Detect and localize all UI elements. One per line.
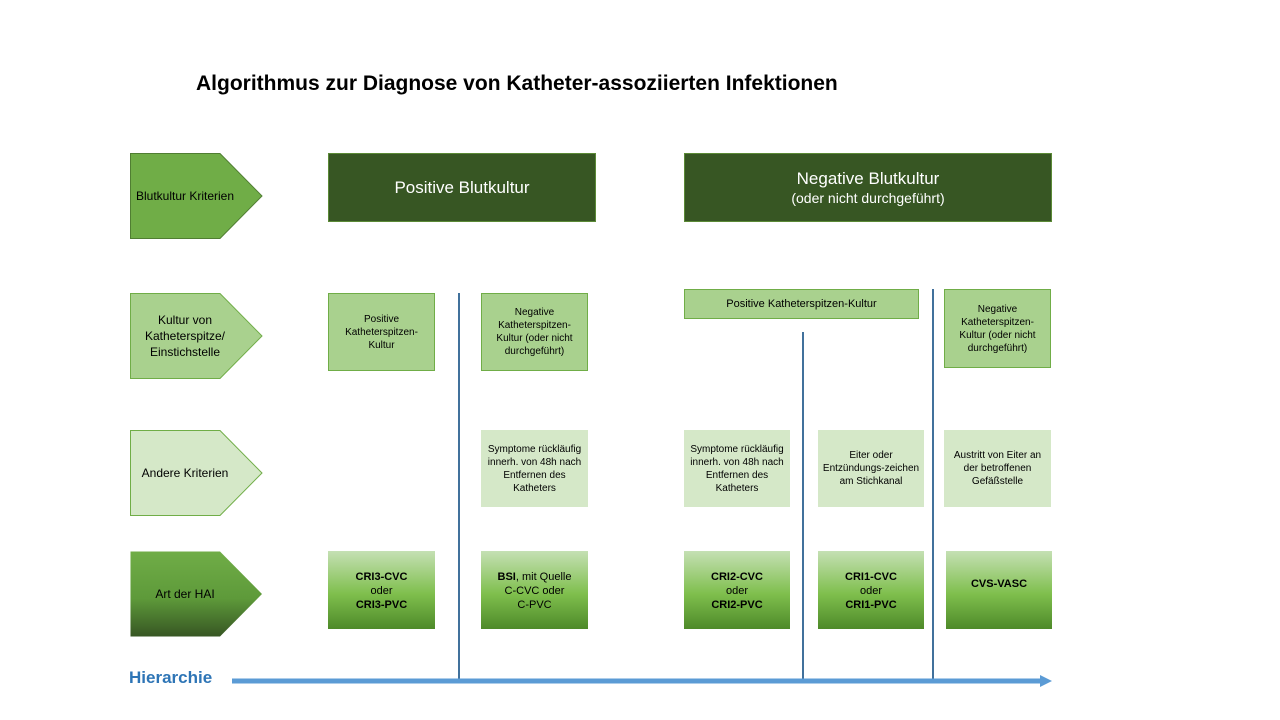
hai-line: CRI1-PVC bbox=[845, 599, 897, 611]
row-chevron-hai: Art der HAI bbox=[130, 551, 263, 637]
row-label: Kultur von Katheterspitze/ Einstichstell… bbox=[144, 313, 226, 359]
box-hai-cri3: CRI3-CVC oder CRI3-PVC bbox=[328, 551, 435, 629]
row-label: Blutkultur Kriterien bbox=[135, 189, 235, 203]
header-title: Negative Blutkultur bbox=[796, 169, 940, 188]
hai-line: oder bbox=[859, 585, 883, 597]
box-hai-cri1: CRI1-CVC oder CRI1-PVC bbox=[818, 551, 924, 629]
divider-line-2 bbox=[802, 332, 804, 680]
header-negative-blutkultur: Negative Blutkultur (oder nicht durchgef… bbox=[684, 153, 1052, 222]
hai-line: CRI2-CVC bbox=[711, 571, 763, 583]
hierarchy-arrow bbox=[232, 675, 1052, 687]
row-chevron-andere: Andere Kriterien bbox=[130, 430, 263, 516]
hai-line: C-CVC oder bbox=[504, 585, 565, 597]
box-symptoms-1: Symptome rückläufig innerh. von 48h nach… bbox=[481, 430, 588, 507]
header-title: Positive Blutkultur bbox=[394, 178, 530, 197]
hai-line: BSI, mit Quelle bbox=[498, 570, 572, 584]
hai-line: CRI3-PVC bbox=[355, 599, 408, 611]
hai-line: CVS-VASC bbox=[970, 578, 1028, 590]
header-subtitle: (oder nicht durchgeführt) bbox=[791, 190, 945, 206]
hai-line: oder bbox=[370, 585, 393, 597]
hai-line: CRI1-CVC bbox=[845, 571, 897, 583]
row-label: Art der HAI bbox=[155, 587, 215, 601]
header-positive-blutkultur: Positive Blutkultur bbox=[328, 153, 596, 222]
box-pus-leak: Austritt von Eiter an der betroffenen Ge… bbox=[944, 430, 1051, 507]
row-label: Andere Kriterien bbox=[141, 466, 229, 480]
hierarchy-label: Hierarchie bbox=[129, 668, 213, 687]
divider-line-1 bbox=[458, 293, 460, 680]
box-positive-tip-culture: Positive Katheterspitzen-Kultur bbox=[328, 293, 435, 371]
page-title: Algorithmus zur Diagnose von Katheter-as… bbox=[196, 72, 838, 95]
hai-bsi-rest: , mit Quelle bbox=[515, 571, 572, 583]
hai-line: oder bbox=[725, 585, 749, 597]
row-chevron-blutkultur: Blutkultur Kriterien bbox=[130, 153, 263, 239]
box-hai-bsi: BSI, mit Quelle C-CVC oder C-PVC bbox=[481, 551, 588, 629]
hai-line: CRI2-PVC bbox=[711, 599, 763, 611]
box-hai-cri2: CRI2-CVC oder CRI2-PVC bbox=[684, 551, 790, 629]
box-symptoms-2: Symptome rückläufig innerh. von 48h nach… bbox=[684, 430, 790, 507]
box-negative-tip-culture: Negative Katheterspitzen-Kultur (oder ni… bbox=[481, 293, 588, 371]
hai-bsi-bold: BSI bbox=[497, 571, 516, 583]
box-negative-tip-culture-2: Negative Katheterspitzen-Kultur (oder ni… bbox=[944, 289, 1051, 368]
row-chevron-kultur: Kultur von Katheterspitze/ Einstichstell… bbox=[130, 293, 263, 379]
box-positive-tip-culture-wide: Positive Katheterspitzen-Kultur bbox=[684, 289, 919, 319]
hai-line: CRI3-CVC bbox=[355, 571, 408, 583]
hai-line: C-PVC bbox=[517, 599, 552, 611]
box-pus-inflammation: Eiter oder Entzündungs-zeichen am Stichk… bbox=[818, 430, 924, 507]
box-hai-cvs: CVS-VASC bbox=[946, 551, 1052, 629]
divider-line-3 bbox=[932, 289, 934, 680]
